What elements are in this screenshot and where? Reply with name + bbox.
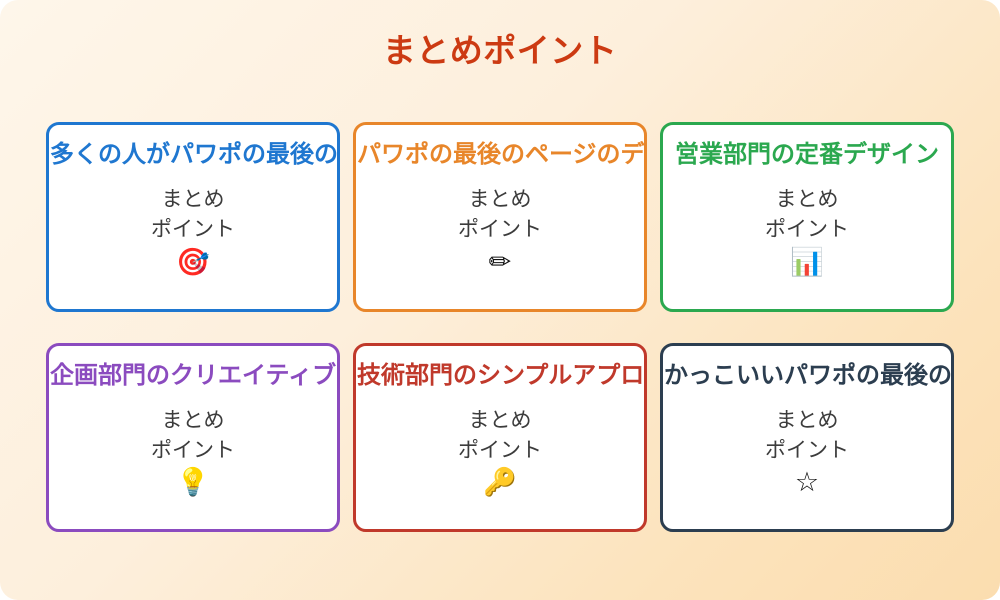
card-title: 多くの人がパワポの最後の — [50, 141, 337, 168]
bar-chart-icon: 📊 — [790, 246, 824, 277]
key-icon: 🔑 — [483, 467, 517, 498]
card-body: まとめ ポイント — [151, 408, 235, 462]
card-1[interactable]: 多くの人がパワポの最後の まとめ ポイント 🎯 — [46, 122, 340, 312]
lightbulb-icon: 💡 — [176, 467, 210, 498]
card-grid: 多くの人がパワポの最後の まとめ ポイント 🎯 パワポの最後のページのデ まとめ… — [46, 122, 954, 532]
card-4[interactable]: 企画部門のクリエイティブ まとめ ポイント 💡 — [46, 342, 340, 532]
card-title: パワポの最後のページのデ — [357, 141, 644, 168]
card-title: かっこいいパワポの最後の — [664, 361, 951, 389]
card-title: 企画部門のクリエイティブ — [50, 361, 337, 389]
star-icon: ☆ — [794, 467, 820, 498]
pencil-icon: ✏ — [488, 246, 512, 277]
card-6[interactable]: かっこいいパワポの最後の まとめ ポイント ☆ — [660, 342, 954, 532]
page-title: まとめポイント — [382, 32, 618, 69]
card-body: まとめ ポイント — [765, 188, 849, 242]
card-body: まとめ ポイント — [458, 408, 542, 462]
card-body: まとめ ポイント — [151, 188, 235, 242]
card-title: 技術部門のシンプルアプロ — [357, 361, 644, 389]
card-2[interactable]: パワポの最後のページのデ まとめ ポイント ✏ — [353, 122, 647, 312]
card-3[interactable]: 営業部門の定番デザイン まとめ ポイント 📊 — [660, 122, 954, 312]
card-title: 営業部門の定番デザイン — [675, 141, 939, 168]
card-5[interactable]: 技術部門のシンプルアプロ まとめ ポイント 🔑 — [353, 342, 647, 532]
target-dart-icon: 🎯 — [176, 246, 210, 277]
card-body: まとめ ポイント — [458, 188, 542, 242]
card-body: まとめ ポイント — [765, 408, 849, 462]
